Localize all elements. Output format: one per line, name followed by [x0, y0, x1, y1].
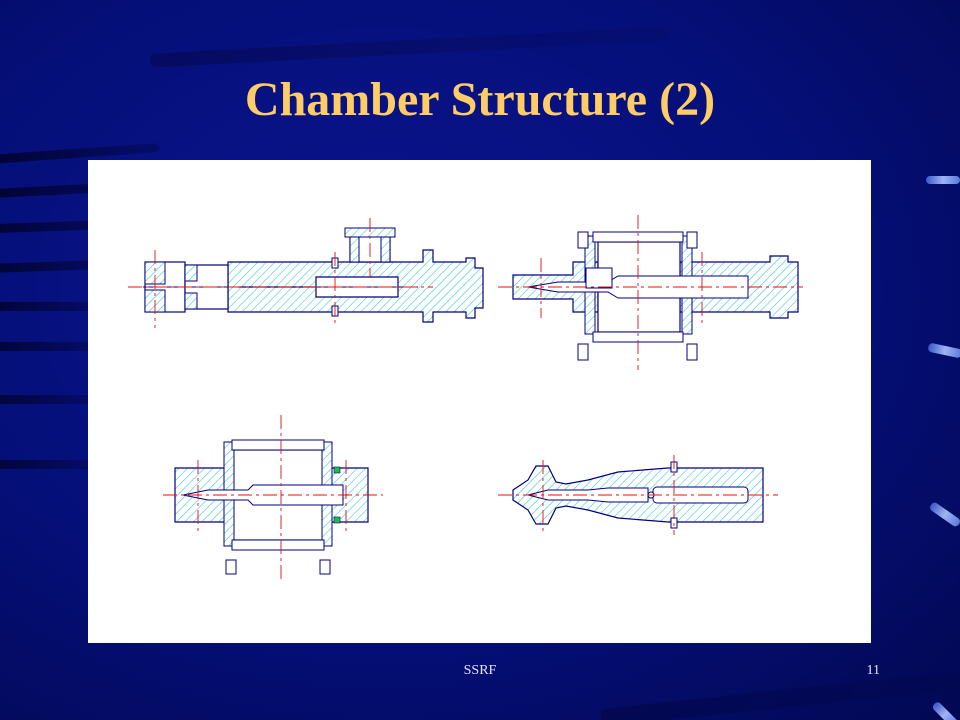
background-accent	[931, 700, 959, 720]
cross-section-drawings	[128, 215, 803, 580]
background-accent	[928, 501, 960, 528]
drawing-view-top-left	[128, 218, 484, 328]
background-accent	[926, 176, 960, 184]
background-streak	[0, 395, 90, 404]
background-streak	[0, 302, 110, 311]
background-streak	[0, 460, 90, 469]
drawing-view-top-right	[498, 215, 803, 370]
drawing-view-bottom-left	[163, 415, 383, 580]
drawing-view-bottom-right	[498, 455, 778, 535]
background-streak	[149, 26, 671, 68]
drawing-panel	[88, 160, 871, 643]
background-streak	[600, 671, 960, 720]
footer-label: SSRF	[463, 663, 497, 678]
background-accent	[927, 342, 960, 359]
background-streak	[0, 342, 100, 351]
page-number: 11	[866, 663, 880, 678]
slide-title: Chamber Structure (2)	[244, 73, 716, 126]
